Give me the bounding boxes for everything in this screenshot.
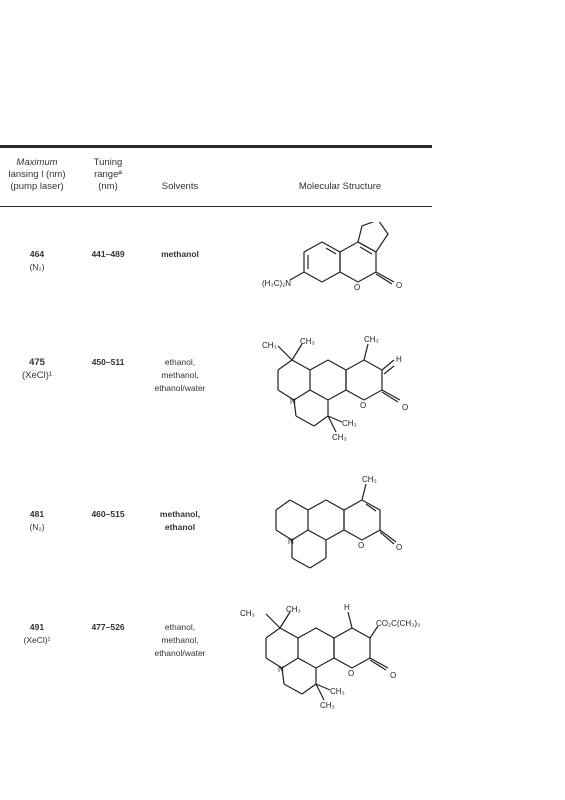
table-row-2-lasing: 475 (XeCl)¹	[21, 357, 53, 381]
svg-text:H: H	[396, 355, 402, 364]
molecule-structure-row-2: CH₃ CH₃ CH₃ H N O O CH₃ CH₃	[262, 335, 408, 442]
svg-text:O: O	[402, 403, 408, 412]
header-solvents: Solvents	[161, 181, 199, 192]
ring-oxygen-label: O	[354, 283, 360, 292]
table-row-4-range: 477–526	[91, 622, 125, 632]
header-tuning-range: Tuning rangeª (nm)	[93, 157, 123, 192]
table-row-4-lasing: 491 (XeCl)¹	[23, 622, 51, 645]
svg-text:O: O	[396, 543, 402, 552]
svg-text:CH₃: CH₃	[262, 341, 277, 350]
svg-text:CH₃: CH₃	[320, 701, 335, 710]
svg-text:CH₃: CH₃	[300, 337, 315, 346]
svg-text:CH₃: CH₃	[330, 687, 345, 696]
molecule-structure-row-4: CH₃ CH₃ H CO₂C(CH₃)₃ N O O CH₃ CH₃	[240, 603, 420, 710]
table-row-3-range: 460–515	[91, 509, 125, 519]
svg-text:CH₃: CH₃	[286, 605, 301, 614]
table-top-rule	[0, 145, 432, 148]
table-row-3-solvents: methanol, ethanol	[159, 509, 201, 532]
dimethylamino-label: (H₃C)₂N	[262, 279, 291, 288]
svg-text:H: H	[344, 603, 350, 612]
header-bottom-rule	[0, 206, 432, 207]
svg-text:N: N	[288, 537, 294, 546]
svg-text:CH₃: CH₃	[342, 419, 357, 428]
svg-text:CO₂C(CH₃)₃: CO₂C(CH₃)₃	[376, 619, 420, 628]
table-row-4-solvents: ethanol, methanol, ethanol/water	[154, 622, 206, 658]
svg-text:CH₃: CH₃	[332, 433, 347, 442]
header-structure: Molecular Structure	[298, 181, 382, 192]
table-row-2-range: 450–511	[91, 357, 125, 367]
carbonyl-oxygen-label: O	[396, 281, 402, 290]
svg-text:CH₃: CH₃	[240, 609, 255, 618]
svg-text:O: O	[360, 401, 366, 410]
svg-text:CH₃: CH₃	[364, 335, 379, 344]
table-row-1-lasing: 464 (N₂)	[29, 249, 45, 272]
svg-text:O: O	[348, 669, 354, 678]
molecule-structure-row-3: CH₃ N O O	[275, 475, 402, 569]
table-row-1-range: 441–489	[91, 249, 125, 259]
table-row-2-solvents: ethanol, methanol, ethanol/water	[154, 357, 206, 393]
table-row-1-solvents: methanol	[161, 249, 199, 259]
svg-text:CH₃: CH₃	[362, 475, 377, 484]
svg-text:N: N	[278, 665, 284, 674]
svg-text:O: O	[358, 541, 364, 550]
table-row-3-lasing: 481 (N₂)	[29, 509, 45, 532]
header-max-lasing: Maximum lansing l (nm) (pump laser)	[8, 157, 66, 192]
svg-text:N: N	[290, 397, 296, 406]
molecule-structure-row-1: (H₃C)₂N O O	[262, 222, 402, 292]
svg-text:O: O	[390, 671, 396, 680]
